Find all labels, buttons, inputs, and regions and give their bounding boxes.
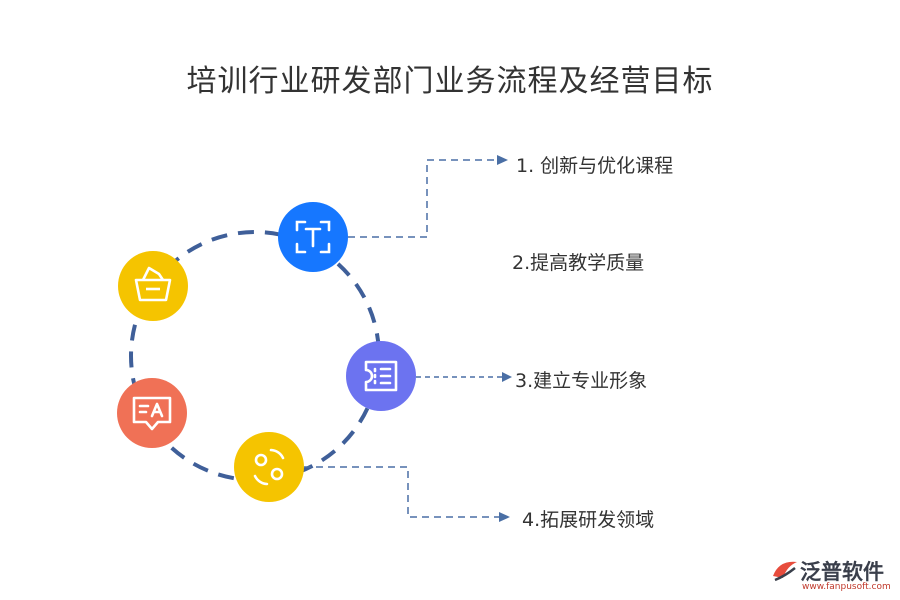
arrow-head-4 bbox=[499, 512, 510, 522]
exchange-icon bbox=[253, 448, 285, 486]
diagram-title: 培训行业研发部门业务流程及经营目标 bbox=[186, 64, 714, 99]
brand-logo: 泛普软件 www.fanpusoft.com bbox=[770, 556, 895, 596]
connector-4 bbox=[304, 466, 502, 518]
item-label-3: 3.建立专业形象 bbox=[515, 370, 648, 392]
logo-url: www.fanpusoft.com bbox=[802, 582, 891, 592]
item-label-1: 1. 创新与优化课程 bbox=[516, 155, 674, 177]
logo-name: 泛普软件 bbox=[800, 560, 884, 584]
text-frame-icon bbox=[295, 220, 331, 254]
item-label-2: 2.提高教学质量 bbox=[512, 252, 645, 274]
ticket-list-icon bbox=[364, 360, 398, 392]
node-ticket-list bbox=[346, 341, 416, 411]
item-label-4: 4.拓展研发领域 bbox=[522, 509, 655, 531]
node-exchange bbox=[234, 432, 304, 502]
logo-mark-icon bbox=[773, 561, 797, 582]
node-text-frame bbox=[278, 202, 348, 272]
node-translate bbox=[117, 378, 187, 448]
arrow-head-1 bbox=[497, 155, 508, 165]
node-basket bbox=[118, 251, 188, 321]
arrow-head-3 bbox=[502, 372, 512, 382]
basket-icon bbox=[134, 266, 172, 302]
translate-icon bbox=[132, 396, 172, 431]
connector-1 bbox=[348, 159, 500, 238]
